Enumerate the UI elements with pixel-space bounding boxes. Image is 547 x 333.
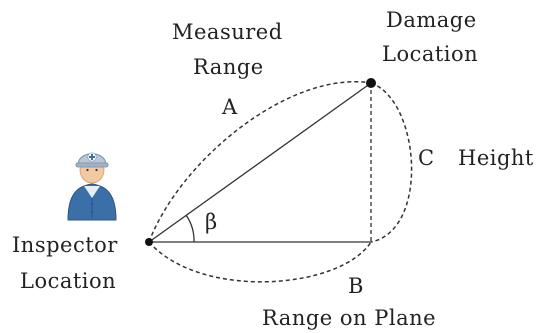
inspector-person-icon [67,152,117,221]
inspector-location-label-line2: Location [20,269,117,293]
dashed-arc-a [148,81,372,243]
side-c-label: C [418,146,435,170]
hypotenuse-line [148,82,372,243]
side-a-label: A [222,95,238,119]
dashed-arc-b [148,241,372,283]
range-on-plane-label: Range on Plane [262,306,437,330]
angle-arc [185,214,195,243]
inspector-location-label-line1: Inspector [12,233,118,257]
side-b-label: B [348,274,364,298]
damage-location-label-line2: Location [382,42,479,66]
dashed-arc-c [370,82,413,243]
measured-range-label-line2: Range [193,55,264,79]
damage-point [366,78,376,88]
inspector-point [145,238,153,246]
measured-range-label-line1: Measured [172,20,283,44]
angle-beta-label: β [205,210,218,234]
height-label: Height [458,146,534,170]
damage-location-label-line1: Damage [386,8,477,32]
